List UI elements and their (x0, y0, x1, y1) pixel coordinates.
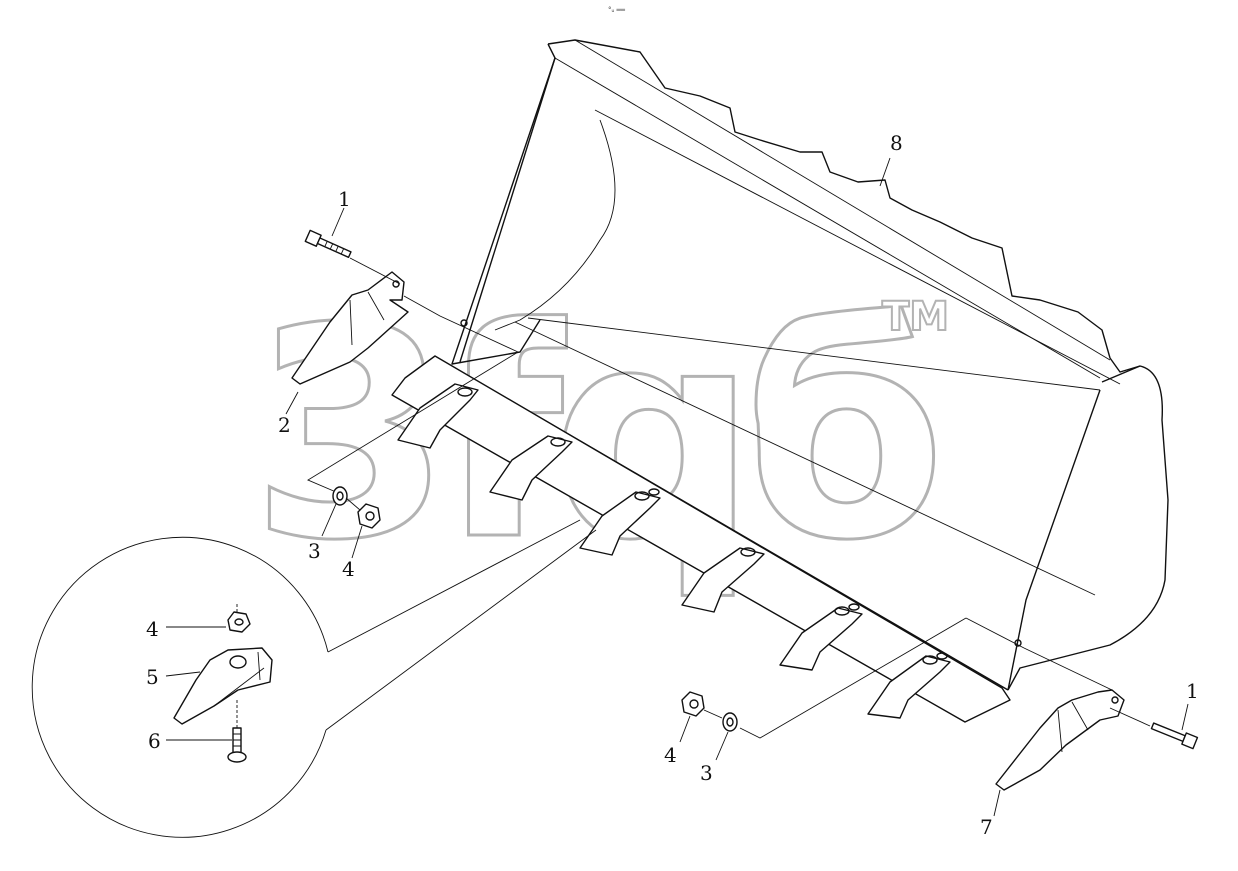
label-1-right: 1 (1186, 679, 1199, 703)
label-7: 7 (980, 815, 993, 839)
leader-2 (285, 391, 299, 415)
leader-1a (331, 207, 345, 237)
bolt-right (1150, 722, 1199, 750)
detail-view (31, 519, 597, 838)
left-corner-tooth (291, 229, 519, 493)
label-3-right: 3 (700, 761, 713, 785)
bucket-teeth (397, 383, 951, 719)
tooth-1 (397, 383, 479, 449)
header-mark: °ᵤ ══ (608, 6, 626, 14)
bolt-left (304, 229, 352, 259)
label-8: 8 (890, 131, 903, 155)
label-2: 2 (278, 413, 291, 437)
right-corner-tooth (739, 617, 1199, 817)
label-6: 6 (148, 729, 161, 753)
label-3-left: 3 (308, 539, 321, 563)
tooth-3 (579, 488, 661, 556)
watermark-tm: TM (882, 294, 949, 340)
tooth-4 (681, 547, 765, 613)
right-washer-nut (679, 691, 738, 761)
left-washer-nut (321, 486, 381, 559)
label-4-detail: 4 (146, 617, 159, 641)
tooth-5 (779, 603, 863, 671)
leader-8 (879, 157, 891, 187)
label-5: 5 (146, 665, 159, 689)
label-1-left: 1 (338, 187, 351, 211)
label-4-right: 4 (664, 743, 677, 767)
tooth-2 (489, 435, 573, 501)
tooth-6 (867, 652, 951, 719)
part-labels: 1 1 2 3 3 4 4 4 5 6 7 8 (146, 131, 1199, 839)
label-4-left: 4 (342, 557, 355, 581)
leader-1b (1181, 703, 1189, 731)
